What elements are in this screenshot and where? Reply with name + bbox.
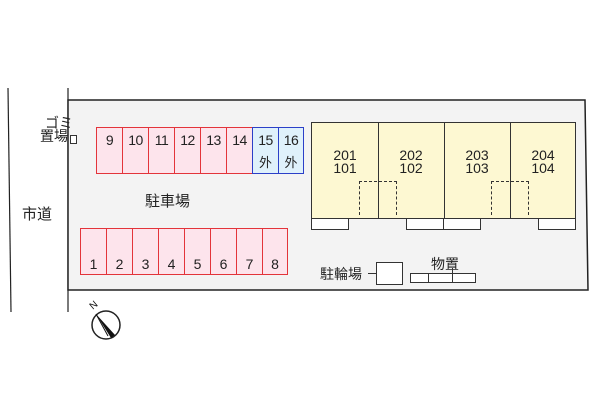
north-compass-icon: N xyxy=(88,299,121,340)
parking-label: 駐車場 xyxy=(145,192,191,210)
garbage-label-line2: 置場 xyxy=(40,129,68,145)
storage-divider xyxy=(428,274,429,282)
storage-label: 物置 xyxy=(431,257,459,273)
porch-1 xyxy=(311,218,349,230)
porch-3 xyxy=(443,218,481,230)
bicycle-parking-connector xyxy=(368,273,376,274)
entrance-outline xyxy=(359,181,397,215)
parking-space-5[interactable]: 5 xyxy=(184,228,210,275)
road-edge-line xyxy=(7,87,12,313)
porch-4 xyxy=(538,218,576,230)
parking-space-10[interactable]: 10 xyxy=(122,127,148,174)
road-label: 市道 xyxy=(22,205,53,223)
storage-divider xyxy=(452,268,453,282)
unit-divider xyxy=(378,123,379,218)
outside-marker: 外 xyxy=(258,155,272,170)
parking-space-14[interactable]: 14 xyxy=(226,127,252,174)
entrance-outline xyxy=(491,181,529,215)
unit-1[interactable]: 201 101 xyxy=(333,147,357,176)
parking-space-6[interactable]: 6 xyxy=(210,228,236,275)
bicycle-parking-label: 駐輪場 xyxy=(320,267,362,283)
porch-2 xyxy=(406,218,444,230)
unit-divider xyxy=(510,123,511,218)
parking-space-4[interactable]: 4 xyxy=(158,228,184,275)
parking-space-7[interactable]: 7 xyxy=(236,228,262,275)
unit-3[interactable]: 203 103 xyxy=(465,147,489,176)
compass-north-label: N xyxy=(88,299,101,312)
garbage-box xyxy=(70,135,77,144)
parking-space-9[interactable]: 9 xyxy=(96,127,122,174)
parking-space-2[interactable]: 2 xyxy=(106,228,132,275)
parking-space-3[interactable]: 3 xyxy=(132,228,158,275)
storage-box xyxy=(410,268,476,283)
parking-space-13[interactable]: 13 xyxy=(200,127,226,174)
outside-marker: 外 xyxy=(284,155,298,170)
bicycle-parking-box xyxy=(376,262,403,285)
parking-space-11[interactable]: 11 xyxy=(148,127,174,174)
garbage-label: ゴミ 置場 xyxy=(40,116,73,145)
unit-4[interactable]: 204 104 xyxy=(531,147,555,176)
unit-divider xyxy=(444,123,445,218)
parking-space-1[interactable]: 1 xyxy=(80,228,106,275)
unit-2[interactable]: 202 102 xyxy=(399,147,423,176)
apartment-building: 201 101 202 102 203 103 204 104 xyxy=(311,122,576,219)
garbage-label-line1: ゴミ xyxy=(45,116,73,132)
parking-space-8[interactable]: 8 xyxy=(262,228,288,275)
parking-space-12[interactable]: 12 xyxy=(174,127,200,174)
parking-row-bottom: 1 2 3 4 5 6 7 8 xyxy=(80,228,288,275)
